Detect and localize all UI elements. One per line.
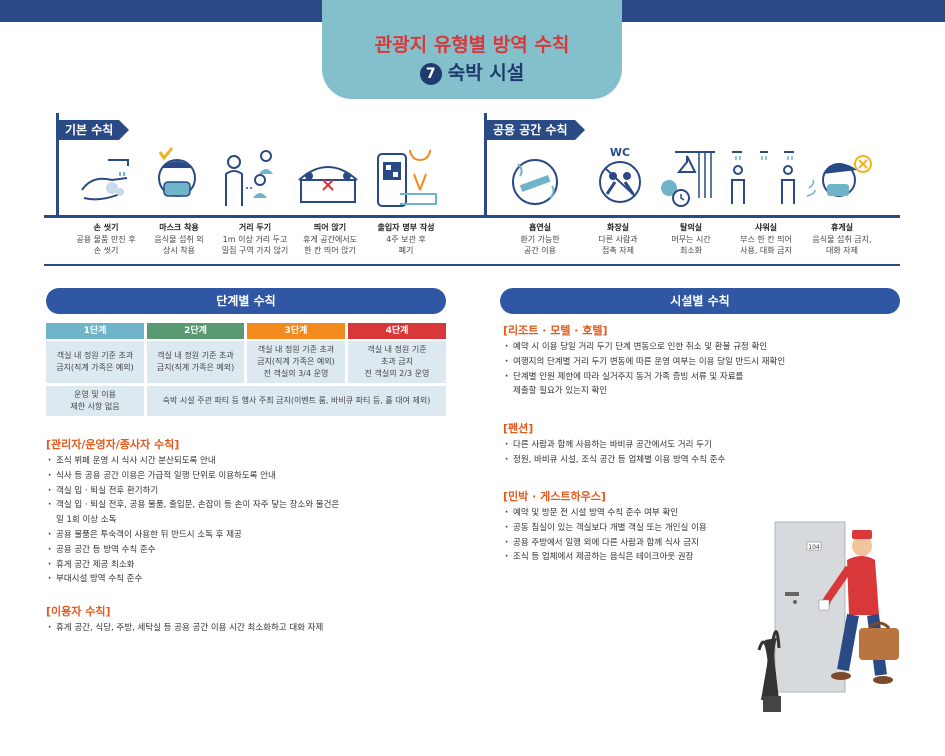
list-item: 공용 공간 등 방역 수칙 준수: [48, 543, 339, 558]
list-item: 휴게 공간 제공 최소화: [48, 558, 339, 573]
spaced-seating-icon: [293, 150, 363, 210]
stage-2-4-event-cell: 숙박 시설 주관 파티 등 행사 주최 금지(이벤트 룸, 바비큐 파티 등, …: [147, 386, 446, 416]
stage-1-header: 1단계: [46, 323, 144, 339]
guesthouse-rules-title: [민박 · 게스트하우스]: [503, 490, 606, 503]
list-item: 공동 침실이 있는 객실보다 개별 객실 또는 개인실 이용: [505, 521, 707, 536]
list-item: 공용 물품은 투숙객이 사용한 뒤 반드시 소독 후 제공: [48, 528, 339, 543]
caption-row-divider: [44, 264, 900, 266]
icon-row-divider: [44, 215, 900, 218]
common-section-line: [484, 113, 487, 217]
mask-icon: [142, 146, 212, 206]
qr-register-icon: [370, 139, 440, 210]
subtitle-text: 숙박 시설: [447, 62, 525, 84]
stage-rules-header: 단계별 수칙: [46, 288, 446, 314]
resort-rules-title: [리조트 · 모텔 · 호텔]: [503, 324, 608, 337]
list-item: 객실 입 · 퇴실 전후, 공용 물품, 출입문, 손잡이 등 손이 자주 닿는…: [48, 498, 339, 528]
stage-2-header: 2단계: [147, 323, 244, 339]
list-item: 부대시설 방역 수칙 준수: [48, 572, 339, 587]
door-number: 104: [808, 544, 820, 551]
page-title: 관광지 유형별 방역 수칙: [374, 34, 570, 56]
restroom-icon: WC: [585, 144, 655, 204]
bellhop-illustration: 104: [755, 520, 905, 720]
list-item: 다른 사람과 함께 사용하는 바비큐 공간에서도 거리 두기: [505, 438, 725, 453]
pension-rules-list: 다른 사람과 함께 사용하는 바비큐 공간에서도 거리 두기 정원, 바비큐 시…: [505, 438, 725, 468]
stage-3-header: 3단계: [247, 323, 345, 339]
stage-4-header: 4단계: [348, 323, 446, 339]
changing-room-icon: [655, 148, 725, 208]
list-item: 여행지의 단계별 거리 두기 변동에 따른 운영 여부는 이용 당일 반드시 재…: [505, 355, 785, 370]
user-rules-title: [이용자 수칙]: [46, 605, 111, 618]
svg-text:WC: WC: [610, 146, 630, 159]
list-item: 조식 등 업체에서 제공하는 음식은 테이크아웃 권장: [505, 550, 707, 565]
pension-rules-title: [펜션]: [503, 422, 534, 435]
list-item: 휴게 공간, 식당, 주방, 세탁실 등 공용 공간 이용 시간 최소화하고 대…: [48, 621, 323, 636]
list-item: 식사 등 공용 공간 이용은 가급적 일행 단위로 이용하도록 안내: [48, 469, 339, 484]
distance-icon: [216, 148, 286, 208]
list-item: 예약 시 이용 당일 거리 두기 단계 변동으로 인한 취소 및 환불 규정 확…: [505, 340, 785, 355]
list-item: 정원, 바비큐 시설, 조식 공간 등 업체별 이용 방역 수칙 준수: [505, 453, 725, 468]
user-rules-list: 휴게 공간, 식당, 주방, 세탁실 등 공용 공간 이용 시간 최소화하고 대…: [48, 621, 323, 636]
basic-section-line: [56, 113, 59, 217]
basic-rules-tag: 기본 수칙: [59, 120, 129, 140]
common-space-tag: 공용 공간 수칙: [487, 120, 585, 140]
facility-rules-header: 시설별 수칙: [500, 288, 900, 314]
list-item: 공용 주방에서 일행 외에 다른 사람과 함께 식사 금지: [505, 536, 707, 551]
list-item: 조식 뷔페 운영 시 식사 시간 분산되도록 안내: [48, 454, 339, 469]
manager-rules-list: 조식 뷔페 운영 시 식사 시간 분산되도록 안내 식사 등 공용 공간 이용은…: [48, 454, 339, 587]
list-item: 예약 및 방문 전 시설 방역 수칙 준수 여부 확인: [505, 506, 707, 521]
handwash-icon: [72, 150, 142, 210]
lounge-icon: [805, 150, 875, 210]
list-item: 객실 입 · 퇴실 전후 환기하기: [48, 484, 339, 499]
shower-room-icon: [728, 148, 798, 208]
list-item: 단계별 인원 제한에 따라 실거주지 동거 가족 증빙 서류 및 자료를제출할 …: [505, 370, 785, 400]
manager-rules-title: [관리자/운영자/종사자 수칙]: [46, 438, 180, 451]
smoking-room-icon: [500, 152, 570, 212]
section-number-badge: 7: [419, 63, 442, 85]
guesthouse-rules-list: 예약 및 방문 전 시설 방역 수칙 준수 여부 확인 공동 침실이 있는 객실…: [505, 506, 707, 565]
resort-rules-list: 예약 시 이용 당일 거리 두기 단계 변동으로 인한 취소 및 환불 규정 확…: [505, 340, 785, 399]
